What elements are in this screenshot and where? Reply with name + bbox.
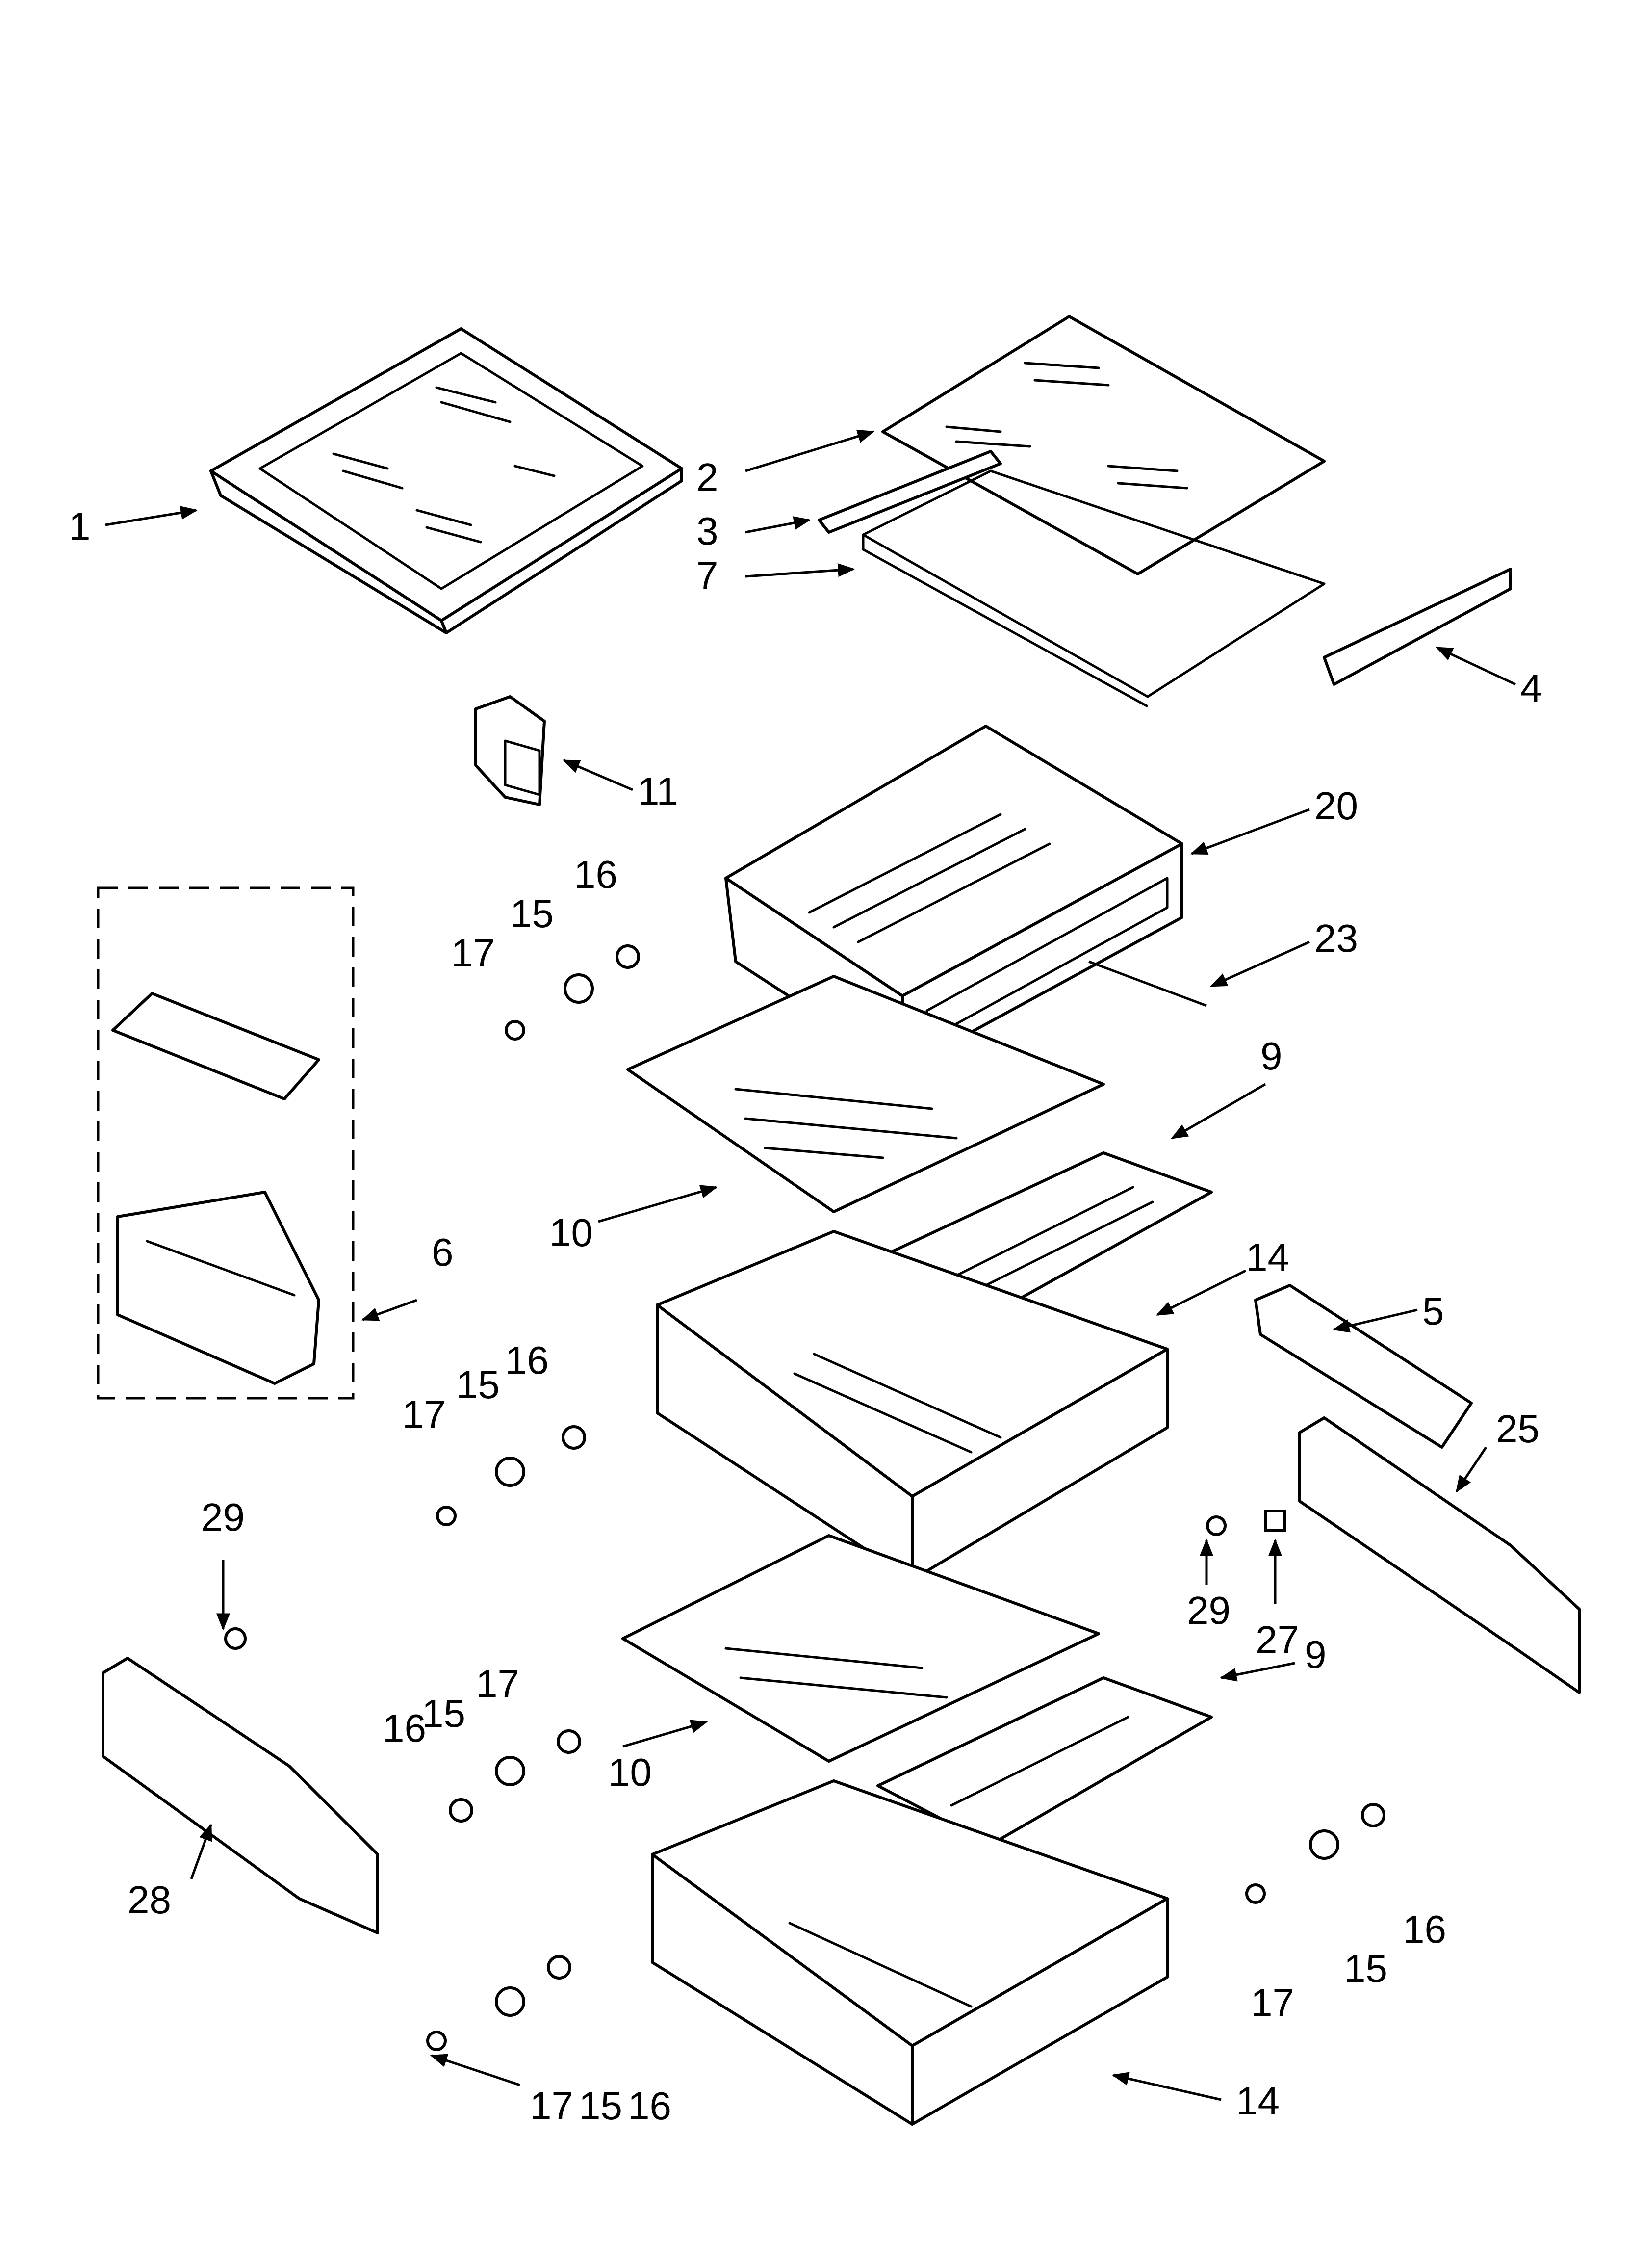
callout-16: 16 bbox=[1403, 1907, 1446, 1951]
callout-9: 9 bbox=[1260, 1034, 1283, 1078]
callout-17: 17 bbox=[402, 1392, 446, 1436]
part-14-lower-crisper bbox=[651, 1779, 1169, 2126]
part-10-lower-shelf bbox=[621, 1534, 1100, 1763]
part-7-frame bbox=[862, 469, 1326, 708]
hardware-15-16-17 bbox=[224, 944, 1385, 2051]
callout-15: 15 bbox=[422, 1692, 465, 1735]
callout-17: 17 bbox=[530, 2084, 573, 2128]
part-5-bracket bbox=[1254, 1284, 1473, 1449]
callout-14: 14 bbox=[1236, 2079, 1280, 2123]
part-3-rail bbox=[818, 450, 1002, 534]
callout-15: 15 bbox=[510, 892, 554, 936]
callout-2: 2 bbox=[696, 455, 718, 499]
part-23-rod bbox=[1088, 960, 1207, 1007]
callout-17: 17 bbox=[451, 931, 495, 975]
callout-17: 17 bbox=[476, 1662, 519, 1706]
callout-29: 29 bbox=[201, 1495, 245, 1539]
callout-15: 15 bbox=[1344, 1947, 1387, 1990]
callout-11: 11 bbox=[638, 769, 678, 813]
callout-16: 16 bbox=[383, 1706, 426, 1750]
callout-15: 15 bbox=[456, 1363, 500, 1407]
callout-7: 7 bbox=[696, 553, 718, 597]
callout-6: 6 bbox=[432, 1230, 454, 1274]
callout-23: 23 bbox=[1314, 916, 1358, 960]
part-2-glass-panel bbox=[881, 315, 1326, 575]
callout-20: 20 bbox=[1314, 784, 1358, 828]
callout-3: 3 bbox=[696, 509, 718, 553]
callout-10: 10 bbox=[549, 1211, 593, 1254]
callout-25: 25 bbox=[1496, 1407, 1539, 1451]
callout-16: 16 bbox=[574, 853, 617, 896]
leader-lines bbox=[105, 429, 1516, 2101]
part-4-end-rail bbox=[1323, 568, 1512, 686]
callout-9: 9 bbox=[1305, 1633, 1327, 1676]
callout-16: 16 bbox=[628, 2084, 671, 2128]
part-14-upper-crisper bbox=[656, 1230, 1169, 1581]
callout-14: 14 bbox=[1246, 1235, 1289, 1279]
callout-5: 5 bbox=[1422, 1289, 1444, 1333]
part-25-side-panel bbox=[1298, 1416, 1581, 1694]
part-11-bracket bbox=[474, 695, 546, 806]
callout-15: 15 bbox=[579, 2084, 622, 2128]
callout-29: 29 bbox=[1187, 1589, 1231, 1632]
part-6-bin-assembly bbox=[97, 886, 355, 1400]
callout-28: 28 bbox=[128, 1878, 171, 1922]
part-10-upper-shelf bbox=[626, 975, 1105, 1213]
callout-17: 17 bbox=[1251, 1981, 1294, 2025]
part-28-side-panel bbox=[102, 1657, 379, 1934]
callout-1: 1 bbox=[69, 504, 91, 548]
callout-labels: 1 2 3 7 4 11 20 23 16 15 17 6 9 10 14 5 … bbox=[69, 455, 1542, 2128]
callout-27: 27 bbox=[1256, 1618, 1299, 1662]
callout-10: 10 bbox=[608, 1750, 652, 1794]
callout-16: 16 bbox=[505, 1338, 549, 1382]
part-1-shelf bbox=[209, 327, 683, 634]
callout-4: 4 bbox=[1520, 666, 1542, 710]
